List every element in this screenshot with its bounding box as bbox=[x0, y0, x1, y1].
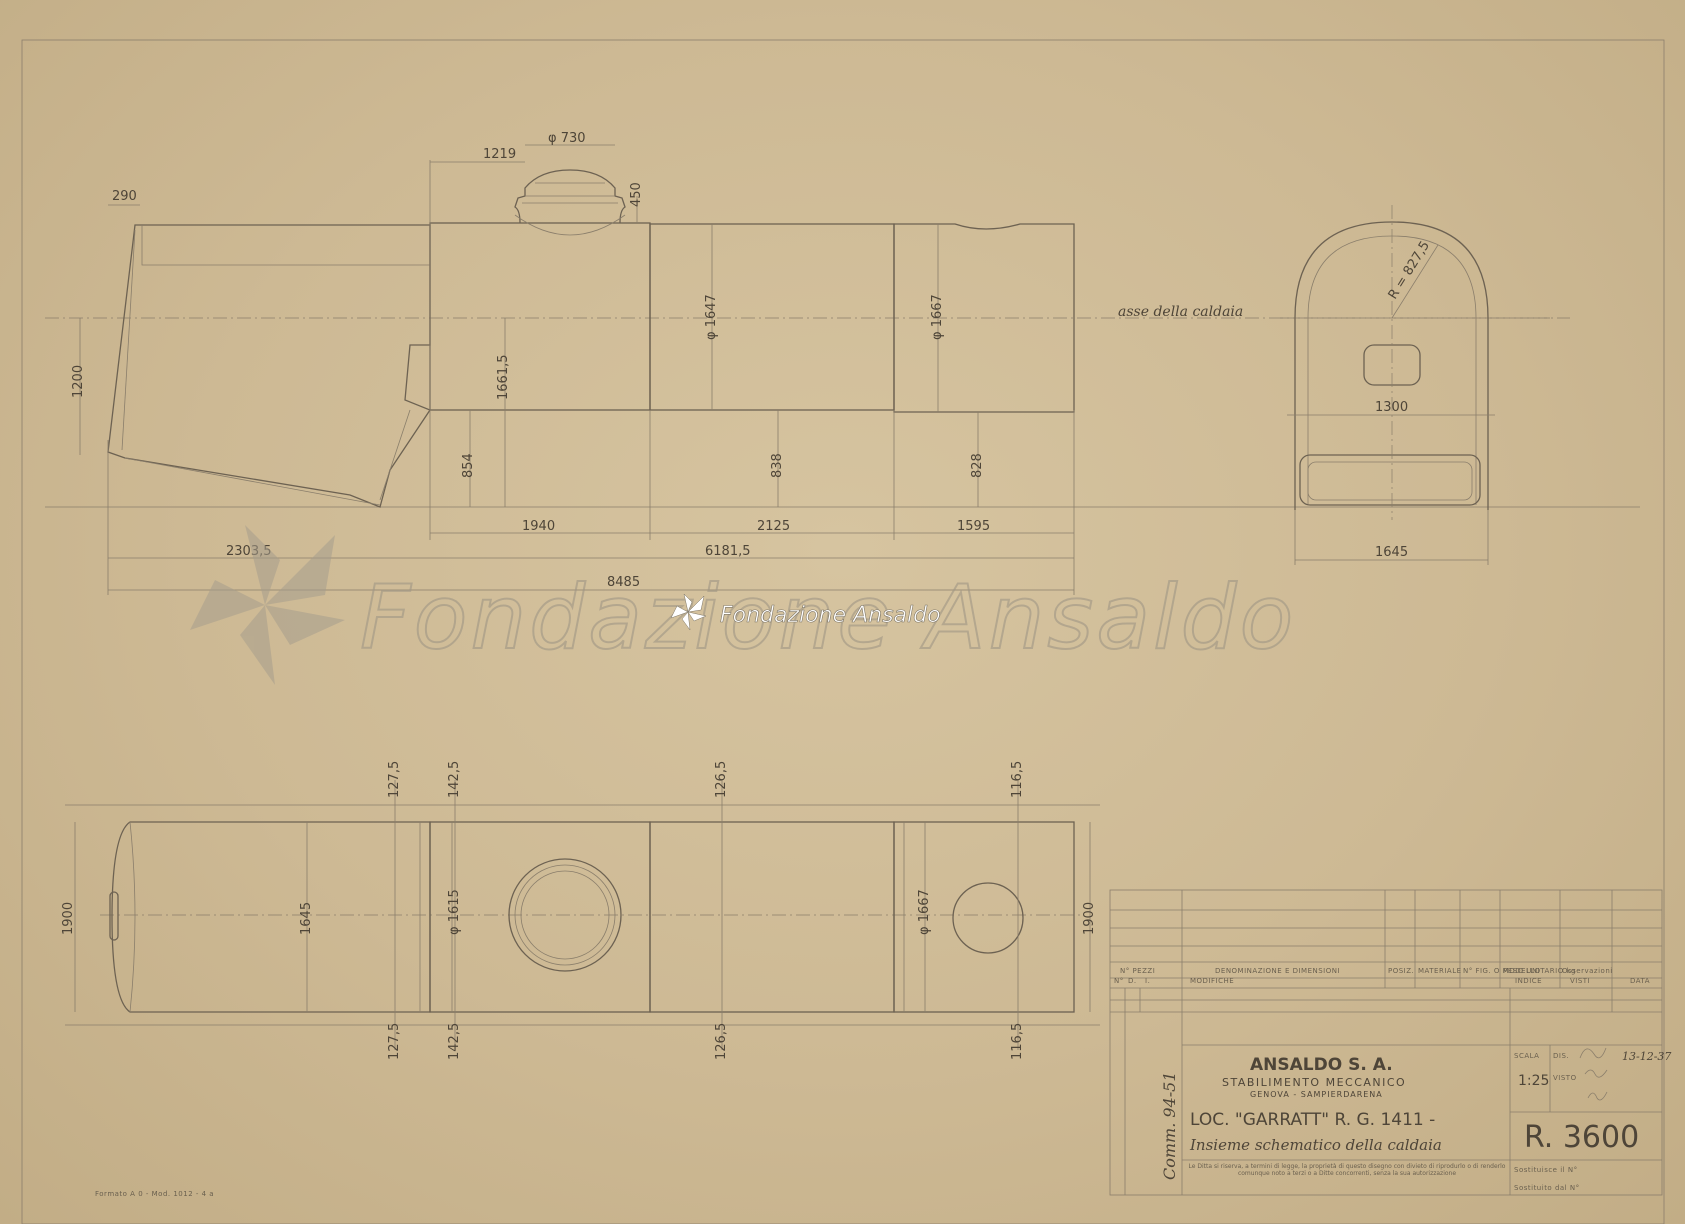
svg-text:D.: D. bbox=[1128, 977, 1137, 985]
dim-1200: 1200 bbox=[71, 365, 86, 398]
commission-number: Comm. 94-51 bbox=[1160, 1071, 1179, 1180]
dim-bottom-142: 142,5 bbox=[447, 1023, 462, 1060]
dim-1615: φ 1615 bbox=[447, 889, 462, 935]
dim-1661: 1661,5 bbox=[496, 355, 511, 401]
axis-label: asse della caldaia bbox=[1118, 304, 1243, 320]
drawing-scale: 1:25 bbox=[1518, 1073, 1549, 1089]
svg-text:DENOMINAZIONE E DIMENSIONI: DENOMINAZIONE E DIMENSIONI bbox=[1215, 967, 1340, 975]
plan-chimney bbox=[952, 882, 1024, 954]
dim-828: 828 bbox=[970, 453, 985, 478]
svg-text:VISTI: VISTI bbox=[1570, 977, 1590, 985]
svg-text:N°: N° bbox=[1114, 977, 1124, 985]
front-view: R = 827,5 1300 1645 bbox=[1280, 205, 1550, 565]
svg-text:N° FIG. O MODELLO: N° FIG. O MODELLO bbox=[1463, 967, 1541, 975]
plant-city: GENOVA - SAMPIERDARENA bbox=[1250, 1090, 1383, 1099]
firebox-front-outline bbox=[1294, 221, 1489, 510]
format-note: Formato A 0 - Mod. 1012 - 4 a bbox=[95, 1190, 214, 1198]
svg-text:N° PEZZI: N° PEZZI bbox=[1120, 967, 1155, 975]
dim-1645-front: 1645 bbox=[1375, 545, 1408, 560]
svg-text:SCALA: SCALA bbox=[1514, 1052, 1539, 1060]
svg-text:Sostituisce il N°: Sostituisce il N° bbox=[1514, 1166, 1578, 1174]
dim-1940: 1940 bbox=[522, 519, 555, 534]
svg-text:I.: I. bbox=[1145, 977, 1150, 985]
svg-text:POSIZ.: POSIZ. bbox=[1388, 967, 1414, 975]
plan-dome-ring bbox=[508, 858, 622, 972]
dome bbox=[514, 169, 626, 224]
dim-1645-plan: 1645 bbox=[299, 902, 314, 935]
side-elevation: 290 1219 φ 730 450 1200 1661,5 854 φ 164… bbox=[45, 131, 1640, 595]
dim-1900-left: 1900 bbox=[61, 902, 76, 935]
dim-1595: 1595 bbox=[957, 519, 990, 534]
sheet-border bbox=[21, 39, 1665, 1224]
dim-2125: 2125 bbox=[757, 519, 790, 534]
watermark-small-logo-icon bbox=[670, 593, 707, 631]
plan-ring-2 bbox=[649, 821, 895, 1013]
dim-6181: 6181,5 bbox=[705, 544, 751, 559]
plan-ring-1 bbox=[429, 821, 651, 1013]
company-name: ANSALDO S. A. bbox=[1250, 1055, 1393, 1075]
dim-854: 854 bbox=[461, 453, 476, 478]
smokebox bbox=[893, 223, 1075, 413]
svg-text:PESO UNITARIO kg: PESO UNITARIO kg bbox=[1503, 967, 1576, 975]
svg-text:INDICE: INDICE bbox=[1515, 977, 1542, 985]
dim-1667-plan: φ 1667 bbox=[917, 889, 932, 935]
dim-bottom-126: 126,5 bbox=[714, 1023, 729, 1060]
dim-top-127: 127,5 bbox=[387, 761, 402, 798]
dim-290: 290 bbox=[112, 189, 137, 204]
svg-text:VISTO: VISTO bbox=[1553, 1074, 1577, 1082]
barrel-ring-2 bbox=[649, 223, 895, 411]
dim-bottom-127: 127,5 bbox=[387, 1023, 402, 1060]
svg-text:MATERIALE: MATERIALE bbox=[1418, 967, 1462, 975]
dim-1219: 1219 bbox=[483, 147, 516, 162]
dim-bottom-116: 116,5 bbox=[1010, 1023, 1025, 1060]
drawing-title-1: LOC. "GARRATT" R. G. 1411 - bbox=[1190, 1110, 1435, 1130]
svg-text:DATA: DATA bbox=[1630, 977, 1650, 985]
watermark-small-text: Fondazione Ansaldo bbox=[720, 603, 941, 628]
plant-name: STABILIMENTO MECCANICO bbox=[1222, 1076, 1406, 1089]
dim-1300: 1300 bbox=[1375, 400, 1408, 415]
svg-text:Osservazioni: Osservazioni bbox=[1562, 967, 1613, 975]
dim-1900-right: 1900 bbox=[1082, 902, 1097, 935]
dim-top-116: 116,5 bbox=[1010, 761, 1025, 798]
dim-1647: φ 1647 bbox=[704, 294, 719, 340]
dim-730: φ 730 bbox=[548, 131, 586, 146]
drawing-number: R. 3600 bbox=[1524, 1120, 1639, 1155]
dim-8485: 8485 bbox=[607, 575, 640, 590]
legal-notice: Le Ditta si riserva, a termini di legge,… bbox=[1188, 1163, 1506, 1177]
dim-1667: φ 1667 bbox=[930, 294, 945, 340]
dim-top-142: 142,5 bbox=[447, 761, 462, 798]
dim-450: 450 bbox=[629, 182, 644, 207]
watermark-large-text: Fondazione Ansaldo bbox=[360, 566, 1296, 669]
ashpan bbox=[1299, 454, 1481, 506]
watermark: Fondazione Ansaldo Fondazione Ansaldo bbox=[190, 525, 1296, 685]
dim-radius: R = 827,5 bbox=[1386, 239, 1433, 302]
watermark-logo-icon bbox=[190, 525, 345, 685]
plan-smokebox bbox=[893, 821, 1075, 1013]
title-block: N° PEZZI DENOMINAZIONE E DIMENSIONI POSI… bbox=[1109, 889, 1671, 1196]
dim-838: 838 bbox=[770, 453, 785, 478]
dim-top-126: 126,5 bbox=[714, 761, 729, 798]
plan-view: 127,5 142,5 126,5 116,5 127,5 142,5 126,… bbox=[61, 761, 1100, 1198]
plan-firebox bbox=[111, 821, 431, 1013]
drawing-date: 13-12-37 bbox=[1622, 1050, 1671, 1063]
svg-text:DIS.: DIS. bbox=[1553, 1052, 1569, 1060]
barrel-ring-1 bbox=[429, 222, 651, 411]
signature-marks bbox=[1579, 1047, 1608, 1101]
drawing-title-2: Insieme schematico della caldaia bbox=[1189, 1136, 1442, 1154]
firebox-outline bbox=[107, 224, 431, 508]
svg-text:MODIFICHE: MODIFICHE bbox=[1190, 977, 1234, 985]
svg-text:Sostituito dal N°: Sostituito dal N° bbox=[1514, 1184, 1580, 1192]
